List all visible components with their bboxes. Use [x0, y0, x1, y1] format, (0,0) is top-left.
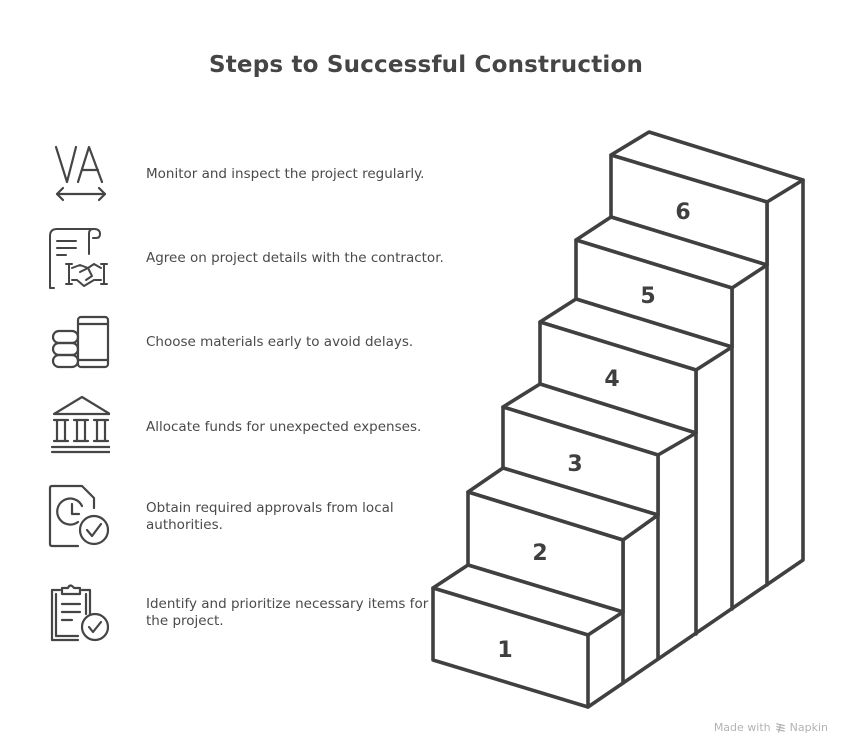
watermark-brand: Napkin [789, 721, 828, 734]
step-description: Obtain required approvals from local aut… [146, 500, 394, 533]
step-block-2 [466, 466, 660, 614]
step-block-1 [431, 563, 625, 709]
step-number-3: 3 [567, 452, 582, 477]
clipboard-check-icon [50, 584, 110, 642]
step-description: Identify and prioritize necessary items … [146, 596, 429, 629]
step-description: Monitor and inspect the project regularl… [146, 166, 425, 182]
step-row-2: Obtain required approvals from local aut… [40, 484, 440, 554]
step-block-3 [501, 382, 698, 517]
step-number-5: 5 [640, 284, 655, 309]
step-number-2: 2 [532, 541, 547, 566]
step-block-6 [609, 130, 805, 267]
diagram-title: Steps to Successful Construction [208, 52, 644, 78]
step-number-6: 6 [675, 200, 690, 225]
step-block-5 [574, 215, 769, 349]
watermark-prefix: Made with [713, 721, 771, 734]
step-description: Choose materials early to avoid delays. [146, 334, 414, 350]
contract-handshake-icon [49, 228, 108, 289]
document-clock-check-icon [48, 484, 110, 548]
bank-building-icon [50, 395, 110, 454]
step-row-5: Agree on project details with the contra… [40, 226, 444, 296]
step-row-4: Choose materials early to avoid delays. [40, 312, 440, 382]
step-block-4 [538, 297, 734, 435]
step-description: Allocate funds for unexpected expenses. [146, 419, 422, 435]
arrow-width-va-icon [54, 145, 107, 202]
step-row-3: Allocate funds for unexpected expenses. [40, 394, 440, 464]
step-number-4: 4 [604, 367, 619, 392]
step-row-6: Monitor and inspect the project regularl… [40, 142, 440, 212]
step-number-1: 1 [497, 638, 512, 663]
step-row-1: Identify and prioritize necessary items … [40, 582, 440, 652]
napkin-watermark[interactable]: Made with Napkin [714, 721, 828, 734]
material-stack-icon [51, 315, 110, 369]
napkin-logo-icon [775, 723, 785, 733]
step-description: Agree on project details with the contra… [146, 250, 444, 266]
